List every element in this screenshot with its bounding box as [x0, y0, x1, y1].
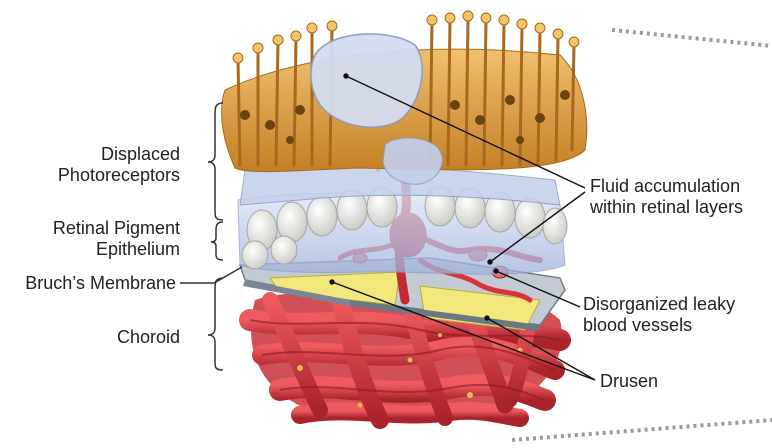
bruchs-leader: [180, 267, 242, 283]
label-line: Displaced: [58, 144, 180, 165]
magnify-guide-bottom: [512, 420, 772, 440]
label-drusen: Drusen: [600, 371, 658, 392]
photoreceptor-layer: [222, 11, 587, 184]
label-disorganized-vessels: Disorganized leaky blood vessels: [583, 294, 735, 336]
label-line: Fluid accumulation: [590, 176, 743, 197]
label-line: Retinal Pigment: [53, 218, 180, 239]
label-line: Epithelium: [53, 239, 180, 260]
bracket-rpe: [211, 222, 223, 260]
label-retinal-pigment-epithelium: Retinal Pigment Epithelium: [53, 218, 180, 260]
label-line: within retinal layers: [590, 197, 743, 218]
label-line: Photoreceptors: [58, 165, 180, 186]
bracket-choroid: [208, 278, 223, 370]
label-bruchs-membrane: Bruch’s Membrane: [25, 273, 176, 294]
label-line: Choroid: [117, 327, 180, 348]
label-line: Drusen: [600, 371, 658, 392]
magnify-guide-top: [612, 30, 772, 46]
label-line: blood vessels: [583, 315, 735, 336]
label-choroid: Choroid: [117, 327, 180, 348]
label-fluid-accumulation: Fluid accumulation within retinal layers: [590, 176, 743, 218]
label-displaced-photoreceptors: Displaced Photoreceptors: [58, 144, 180, 186]
fluid-pocket: [311, 34, 422, 127]
bracket-photoreceptors: [208, 103, 223, 220]
label-line: Bruch’s Membrane: [25, 273, 176, 294]
label-line: Disorganized leaky: [583, 294, 735, 315]
